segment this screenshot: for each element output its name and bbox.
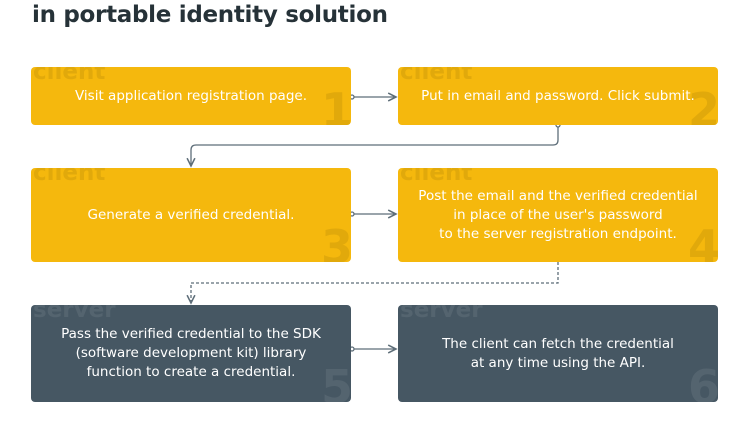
step-text: Visit application registration page. — [74, 87, 307, 104]
step-1-box: client 1 Visit application registration … — [31, 67, 351, 125]
page-title: in portable identity solution — [32, 2, 388, 28]
side-label: client — [33, 67, 106, 85]
step-number: 6 — [687, 360, 718, 402]
step-text: Put in email and password. Click submit. — [421, 87, 695, 104]
connector-4-5 — [191, 262, 559, 303]
step-number: 3 — [320, 220, 351, 262]
step-5-box: server 5 Pass the verified credential to… — [31, 305, 351, 402]
step-number: 1 — [320, 83, 351, 125]
side-label: server — [33, 305, 116, 323]
step-number: 2 — [687, 83, 718, 125]
step-text: Generate a verified credential. — [87, 206, 295, 223]
step-4-box: client 4 Post the email and the verified… — [398, 168, 718, 262]
step-2-box: client 2 Put in email and password. Clic… — [398, 67, 718, 125]
step-6-box: server 6 The client can fetch the creden… — [398, 305, 718, 402]
step-text: Pass the verified credential to the SDK … — [61, 326, 321, 380]
side-label: client — [33, 168, 106, 186]
step-number: 5 — [320, 360, 351, 402]
side-label: client — [400, 67, 473, 85]
connector-2-3 — [191, 125, 559, 166]
step-3-box: client 3 Generate a verified credential. — [31, 168, 351, 262]
side-label: client — [400, 168, 473, 186]
side-label: server — [400, 305, 483, 323]
step-text: The client can fetch the credential at a… — [442, 335, 674, 371]
step-text: Post the email and the verified credenti… — [418, 187, 698, 242]
step-number: 4 — [687, 220, 718, 262]
